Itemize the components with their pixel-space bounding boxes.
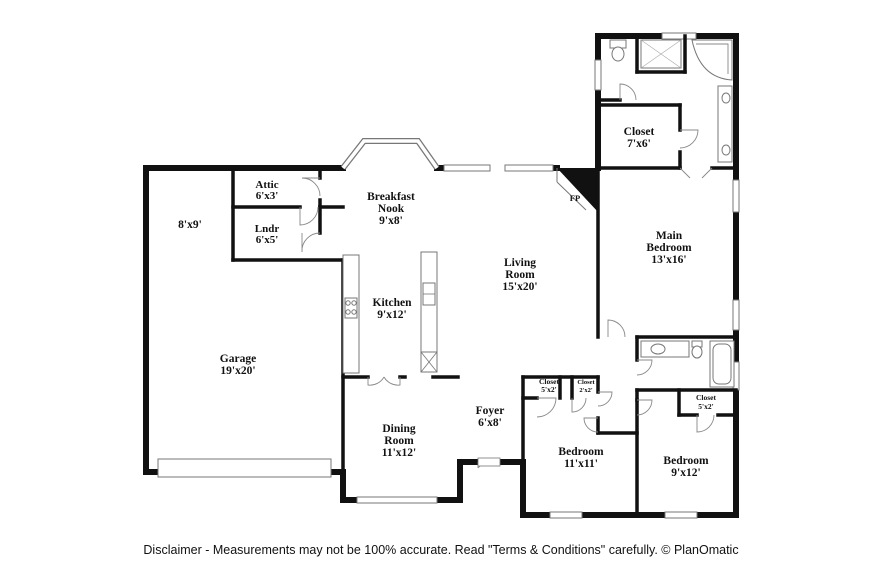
closet-a-name: Closet [539, 377, 559, 386]
fireplace [557, 168, 598, 212]
breakfast-nook-dims: 9'x8' [379, 215, 403, 227]
closet-a-dims: 5'x2' [541, 385, 556, 394]
master-bath-fixtures [609, 39, 733, 163]
main-bedroom-name-2: Bedroom [646, 242, 692, 254]
window-dining [356, 496, 438, 504]
disclaimer-text: Disclaimer - Measurements may not be 100… [143, 543, 739, 557]
hall-bath-fixtures [640, 340, 735, 388]
garage-storage-dims: 8'x9' [178, 219, 202, 231]
bay-window [340, 138, 440, 170]
closet-c-name: Closet [696, 393, 716, 402]
garage-dims: 19'x20' [220, 365, 255, 377]
window-master-bath-side [594, 59, 602, 91]
foyer-name: Foyer [476, 405, 505, 417]
door-swings [299, 83, 715, 469]
kitchen-dims: 9'x12' [377, 309, 406, 321]
window-main-bedroom-upper [732, 179, 740, 213]
closet-b-name: Closet [577, 379, 595, 386]
window-bedroom-3 [664, 511, 698, 519]
breakfast-nook-name-1: Breakfast [367, 191, 415, 203]
exterior-walls [143, 33, 739, 518]
attic-name: Attic [255, 179, 278, 191]
breakfast-nook-name-2: Nook [378, 203, 405, 215]
bedroom-3-name: Bedroom [663, 455, 709, 467]
dining-room-dims: 11'x12' [382, 447, 417, 459]
window-master-bath-top [661, 32, 697, 40]
dining-room-name-2: Room [384, 435, 414, 447]
window-living-right [504, 164, 554, 172]
main-bedroom-name-1: Main [656, 230, 683, 242]
closet-b-dims: 2'x2' [579, 387, 593, 394]
fireplace-label: FP [570, 193, 580, 203]
fireplace-hearth [556, 181, 587, 211]
garage-door [157, 458, 332, 478]
main-bedroom-dims: 13'x16' [651, 254, 686, 266]
kitchen-fixtures [342, 251, 438, 374]
garage-name: Garage [220, 353, 256, 365]
window-bedroom-2 [549, 511, 583, 519]
kitchen-name: Kitchen [373, 297, 413, 309]
main-closet-dims: 7'x6' [627, 138, 651, 150]
bedroom-2-dims: 11'x11' [564, 458, 598, 470]
attic-dims: 6'x3' [256, 190, 279, 202]
dining-room-name-1: Dining [382, 423, 415, 435]
living-room-name-2: Room [505, 269, 535, 281]
laundry-dims: 6'x5' [256, 234, 279, 246]
living-room-name-1: Living [504, 257, 536, 269]
interior-walls [231, 34, 738, 517]
closet-c-dims: 5'x2' [698, 402, 713, 411]
room-labels: 8'x9' Attic 6'x3' Lndr 6'x5' Breakfast N… [178, 126, 716, 479]
living-room-dims: 15'x20' [502, 281, 537, 293]
laundry-name: Lndr [255, 223, 280, 235]
main-closet-name: Closet [624, 126, 655, 138]
window-living-left [443, 164, 491, 172]
window-main-bedroom-lower [732, 299, 740, 331]
windows [157, 32, 740, 519]
bedroom-3-dims: 9'x12' [671, 467, 700, 479]
foyer-dims: 6'x8' [478, 417, 502, 429]
bedroom-2-name: Bedroom [558, 446, 604, 458]
